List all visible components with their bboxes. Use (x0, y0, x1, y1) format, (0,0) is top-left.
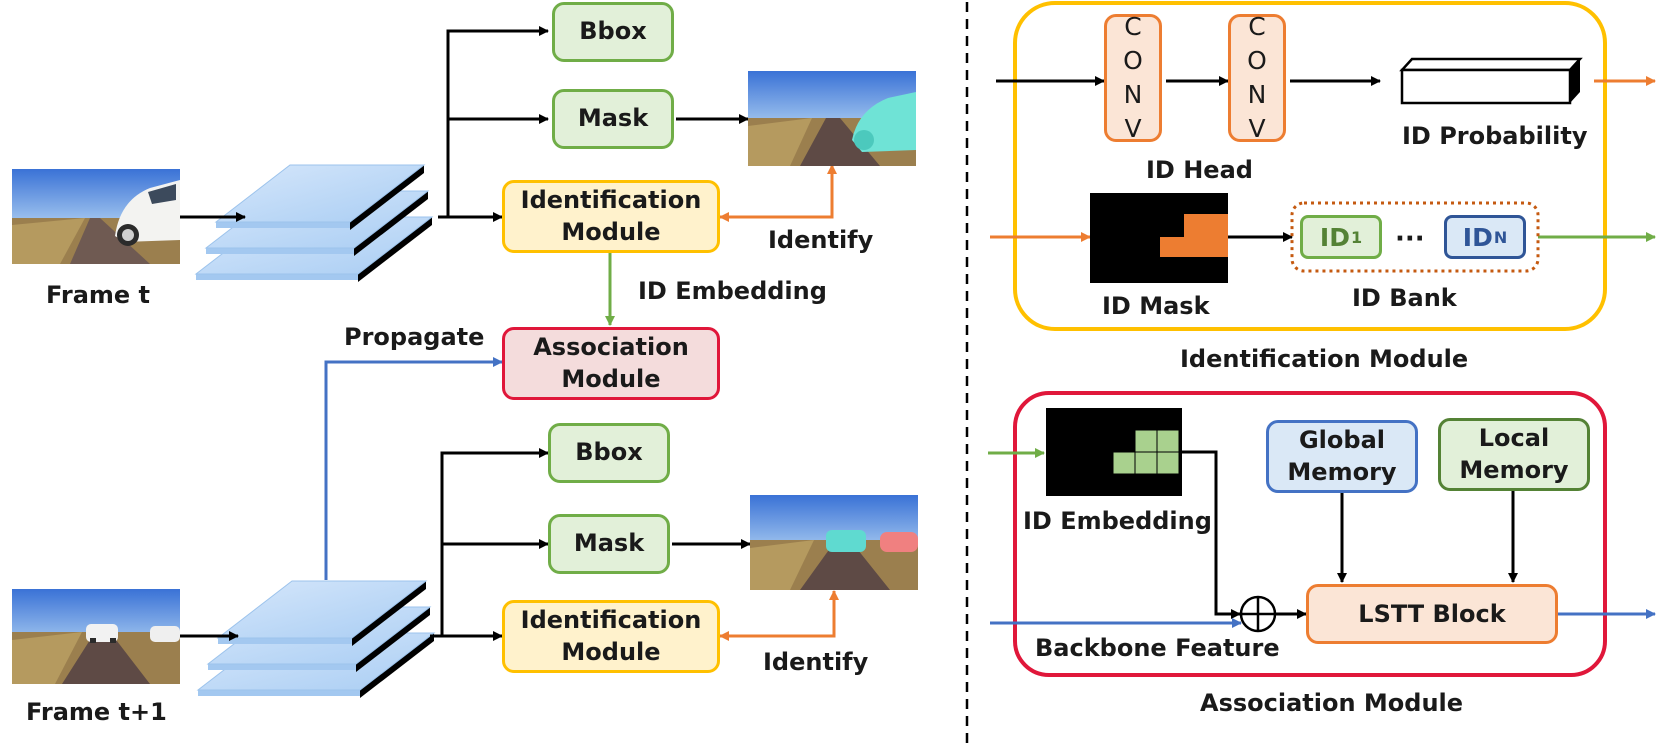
mask-output-bottom-image (750, 495, 918, 590)
id-ellipsis: ··· (1395, 224, 1425, 254)
identification-label-line2-bottom: Module (561, 637, 661, 666)
feature-layer-front (196, 274, 358, 280)
conv-block-2: C O N V (1228, 12, 1286, 143)
id-mask-image (1090, 193, 1228, 283)
frame-t-image (12, 169, 180, 264)
feature-layer-front (208, 664, 356, 670)
bbox-box-bottom: Bbox (548, 423, 670, 483)
mask-output-top-image (748, 71, 916, 166)
backbone-feature-label: Backbone Feature (1035, 634, 1280, 662)
id-1-sub: 1 (1350, 227, 1363, 247)
bbox-box-top: Bbox (552, 2, 674, 62)
lstt-block-box: LSTT Block (1306, 584, 1558, 644)
feature-layer-top (216, 580, 428, 639)
id-embedding-label-left: ID Embedding (638, 277, 827, 305)
global-memory-line2: Memory (1287, 457, 1397, 486)
lstt-block-label: LSTT Block (1358, 600, 1506, 628)
frame-t1-label: Frame t+1 (26, 698, 167, 726)
conv-block-1: C O N V (1104, 12, 1162, 143)
association-panel-connectors (988, 448, 1656, 628)
feature-layer-front (218, 638, 352, 644)
association-panel-border (1013, 391, 1607, 677)
identification-panel-connectors (990, 76, 1656, 242)
id-bank-label: ID Bank (1352, 284, 1457, 312)
backbone-layers-top-stack (194, 164, 434, 282)
backbone-layers-bottom-stack (196, 580, 436, 698)
id-probability-label: ID Probability (1402, 122, 1588, 150)
feature-layer-side (360, 633, 434, 698)
feature-layer-side (350, 165, 424, 230)
mask-box-bottom: Mask (548, 514, 670, 574)
local-memory-line2: Memory (1459, 455, 1569, 484)
identification-panel-title: Identification Module (1180, 345, 1469, 373)
feature-layer-front (206, 248, 354, 254)
identify-label-top: Identify (768, 226, 874, 254)
global-memory-line1: Global (1298, 426, 1385, 455)
feature-layer-side (356, 607, 430, 672)
association-label-line2: Module (561, 364, 661, 393)
identification-label-line2-top: Module (561, 217, 661, 246)
local-memory-line1: Local (1478, 424, 1550, 453)
top-connectors (180, 26, 837, 580)
feature-layer-side (354, 191, 428, 256)
feature-layer-front (216, 222, 350, 228)
id-mask-label: ID Mask (1102, 292, 1210, 320)
feature-layer-side (358, 217, 432, 282)
bbox-label-bottom: Bbox (575, 438, 643, 467)
id-probability-block (1399, 57, 1583, 105)
identification-panel-border (1013, 1, 1607, 331)
association-panel-title: Association Module (1200, 689, 1464, 717)
association-label-line1: Association (533, 333, 689, 362)
sum-operator (1239, 595, 1277, 633)
id-embedding-label-right: ID Embedding (1023, 507, 1212, 535)
mask-box-top: Mask (552, 89, 674, 149)
id-1-main: ID (1319, 222, 1350, 252)
id-bank-frame (1290, 201, 1540, 273)
identification-label-line1-bottom: Identification (520, 606, 702, 635)
feature-layer-front (198, 690, 360, 696)
feature-layer-side (352, 581, 426, 646)
identification-label-line1-top: Identification (520, 186, 702, 215)
id-head-label: ID Head (1146, 156, 1253, 184)
feature-layer-top (214, 164, 426, 223)
identify-label-bottom: Identify (763, 648, 869, 676)
mask-label-top: Mask (577, 104, 649, 133)
id-embedding-image (1046, 408, 1182, 496)
id-n-main: ID (1462, 222, 1493, 252)
bbox-label-top: Bbox (579, 17, 647, 46)
bottom-connectors (180, 448, 839, 641)
propagate-label: Propagate (344, 323, 485, 351)
frame-t1-image (12, 589, 180, 684)
frame-t-label: Frame t (46, 281, 151, 309)
mask-label-bottom: Mask (573, 529, 645, 558)
id-n-sub: N (1493, 227, 1508, 247)
